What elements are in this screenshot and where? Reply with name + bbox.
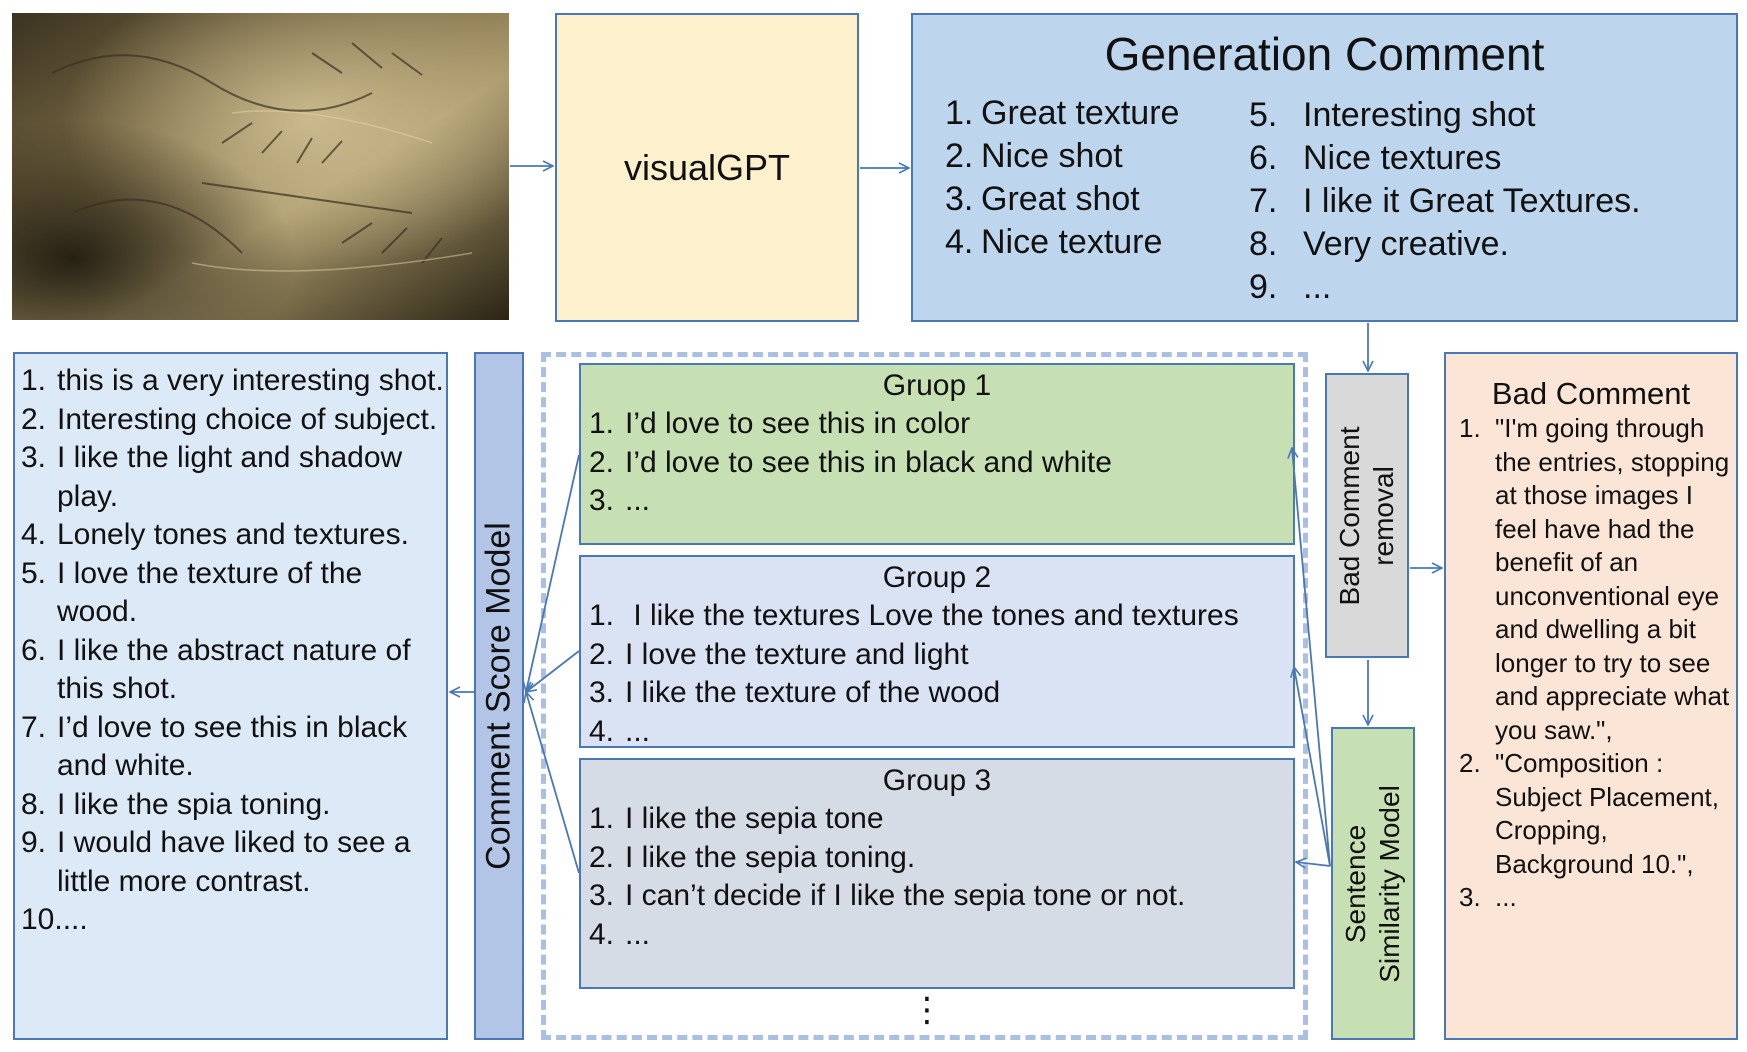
list-item: 3.... xyxy=(1459,882,1517,912)
comment-score-model-label: Comment Score Model xyxy=(479,522,518,870)
list-item: 1.Great texture xyxy=(945,94,1180,132)
list-item: 4.Lonely tones and textures. xyxy=(21,518,409,551)
generation-comment-title: Generation Comment xyxy=(1104,28,1545,80)
group-3-title: Group 3 xyxy=(882,764,992,797)
list-item: 10.... xyxy=(21,903,88,936)
list-item: 6.I like the abstract nature of this sho… xyxy=(21,633,411,706)
list-item: 8.I like the spia toning. xyxy=(21,787,331,821)
visualgpt-box: visualGPT xyxy=(555,13,859,322)
list-item: 5.Interesting shot xyxy=(1249,96,1536,134)
final-comments-list: 1.this is a very interesting shot. 2.Int… xyxy=(21,362,447,940)
list-item: 5.I love the texture of the wood. xyxy=(21,556,363,629)
final-comments-box: 1.this is a very interesting shot. 2.Int… xyxy=(13,352,448,1040)
list-item: 1."I'm going through the entries, stoppi… xyxy=(1459,413,1730,745)
group-3-box: Group 3 1.I like the sepia tone 2.I like… xyxy=(579,758,1295,989)
list-item: 6.Nice textures xyxy=(1249,139,1502,177)
list-item: 1. I like the textures Love the tones an… xyxy=(589,599,1239,632)
list-item: 2."Composition : Subject Placement, Crop… xyxy=(1459,748,1720,879)
input-photo xyxy=(12,13,509,320)
list-item: 4.Nice texture xyxy=(945,223,1163,261)
list-item: 4.... xyxy=(589,917,651,951)
bad-comment-removal-label: Bad Comment removal xyxy=(1334,426,1399,605)
more-groups-ellipsis: ⋮ xyxy=(910,991,944,1029)
list-item: 9.I would have liked to see a little mor… xyxy=(21,826,411,898)
group-2-title: Group 2 xyxy=(882,561,992,594)
list-item: 2.I like the sepia toning. xyxy=(589,840,916,874)
list-item: 2.Interesting choice of subject. xyxy=(21,402,438,436)
list-item: 4.... xyxy=(589,714,651,748)
bad-comment-list: 1."I'm going through the entries, stoppi… xyxy=(1459,412,1735,915)
group-1-box: Gruop 1 1.I’d love to see this in color … xyxy=(579,363,1295,545)
bad-comment-box: Bad Comment 1."I'm going through the ent… xyxy=(1444,352,1738,1040)
list-item: 1.I like the sepia tone xyxy=(589,802,884,835)
list-item: 2.I love the texture and light xyxy=(589,637,969,671)
group-2-list: 1. I like the textures Love the tones an… xyxy=(581,597,1293,751)
group-1-title: Gruop 1 xyxy=(882,369,992,402)
list-item: 3.Great shot xyxy=(945,180,1140,218)
list-item: 2.I’d love to see this in black and whit… xyxy=(589,445,1112,479)
sentence-similarity-model-label: Sentence Similarity Model xyxy=(1340,784,1405,983)
visualgpt-label: visualGPT xyxy=(623,146,791,188)
list-item: 1.this is a very interesting shot. xyxy=(21,364,444,397)
list-item: 3.I like the texture of the wood xyxy=(589,676,1001,709)
group-2-box: Group 2 1. I like the textures Love the … xyxy=(579,555,1295,748)
group-3-list: 1.I like the sepia tone 2.I like the sep… xyxy=(581,800,1293,954)
generation-comment-list-right: 5.Interesting shot 6.Nice textures 7.I l… xyxy=(1249,94,1641,309)
generation-comment-list-left: 1.Great texture 2.Nice shot 3.Great shot… xyxy=(945,92,1179,264)
list-item: 3.I like the light and shadow play. xyxy=(21,441,403,513)
list-item: 3.... xyxy=(589,484,651,517)
generation-comment-box: Generation Comment 1.Great texture 2.Nic… xyxy=(911,13,1738,322)
group-1-list: 1.I’d love to see this in color 2.I’d lo… xyxy=(581,405,1293,521)
bad-comment-removal-box: Bad Comment removal xyxy=(1325,373,1409,658)
list-item: 9.... xyxy=(1249,268,1332,306)
bad-comment-title: Bad Comment xyxy=(1491,376,1691,411)
list-item: 7.I’d love to see this in black and whit… xyxy=(21,710,408,783)
list-item: 8.Very creative. xyxy=(1249,225,1509,263)
list-item: 7.I like it Great Textures. xyxy=(1249,182,1641,220)
sentence-similarity-model-box: Sentence Similarity Model xyxy=(1331,727,1415,1040)
list-item: 2.Nice shot xyxy=(945,137,1123,175)
comment-score-model-box: Comment Score Model xyxy=(474,352,524,1040)
list-item: 3.I can’t decide if I like the sepia ton… xyxy=(589,879,1186,912)
list-item: 1.I’d love to see this in color xyxy=(589,407,971,440)
